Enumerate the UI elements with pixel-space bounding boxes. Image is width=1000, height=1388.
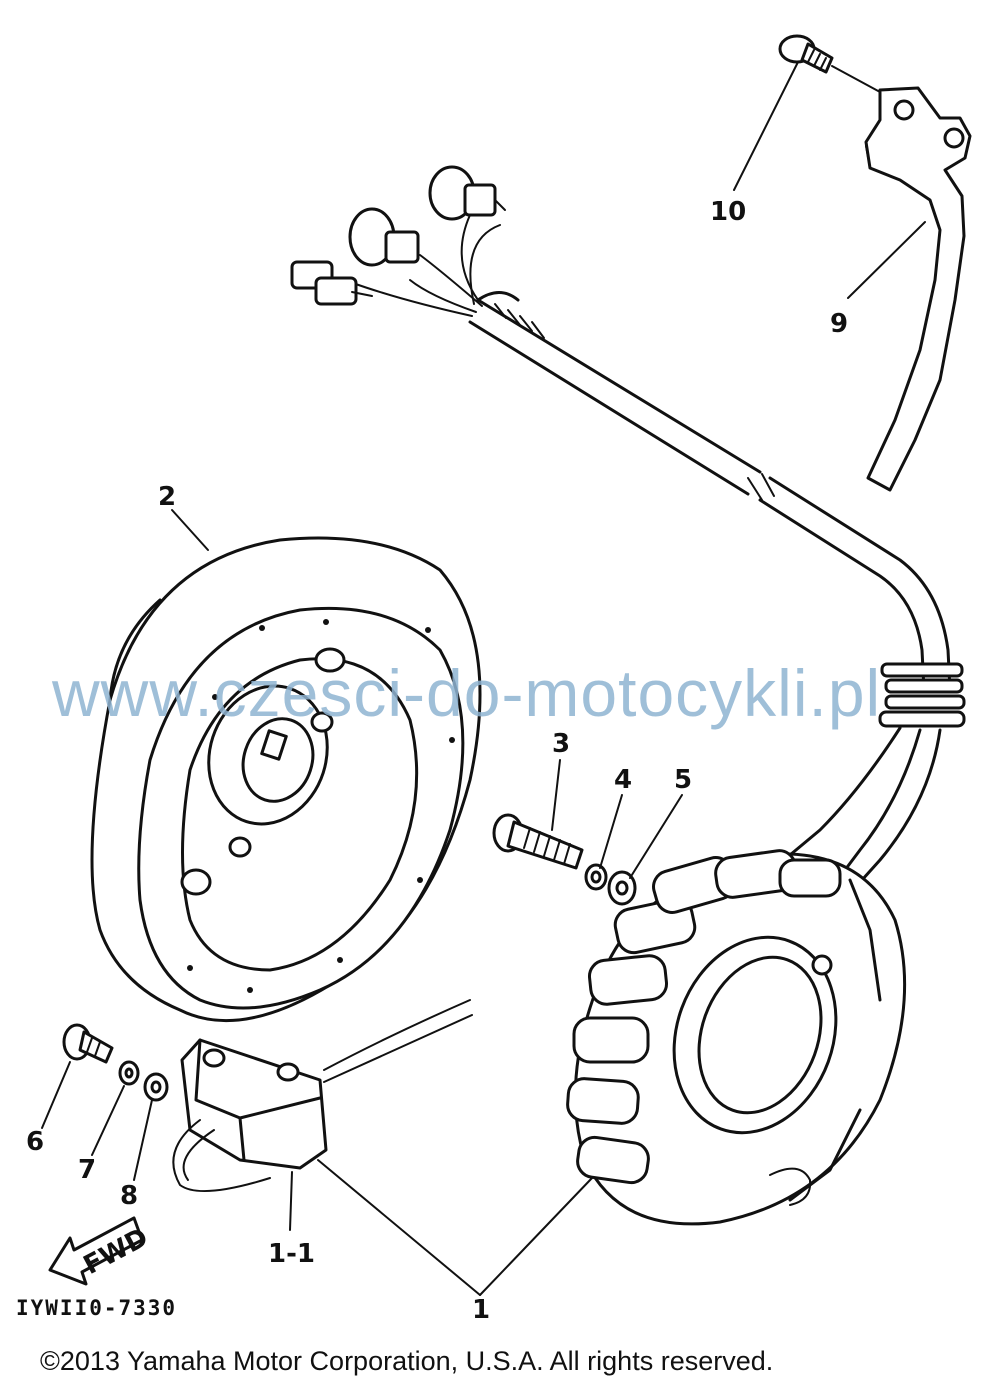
part-8-washer: [143, 1072, 169, 1102]
leader-lines: [41, 61, 926, 1296]
part-3-bolt: [492, 813, 584, 870]
callout-labels: 1 1-1 2 3 4 5 6 7 8 9 10: [26, 197, 848, 1325]
callout-3: 3: [552, 729, 570, 759]
callout-2: 2: [158, 482, 176, 512]
callout-9: 9: [830, 309, 848, 339]
callout-7: 7: [78, 1155, 96, 1185]
part-4-spring-washer: [584, 863, 608, 891]
part-7-spring-washer: [118, 1060, 140, 1086]
part-1-stator: [566, 849, 907, 1226]
part-2-rotor: [90, 536, 482, 1023]
fwd-arrow-icon: FWD: [48, 1216, 153, 1286]
watermark: www.czesci-do-motocykli.pl: [52, 656, 882, 730]
connector-left: [290, 260, 373, 306]
callout-4: 4: [614, 765, 632, 795]
callout-8: 8: [120, 1181, 138, 1211]
catalog-number: IYWII0-7330: [16, 1296, 178, 1320]
callout-10: 10: [710, 197, 746, 227]
wire-harness: [290, 165, 966, 882]
connector-middle: [348, 207, 420, 267]
callout-1: 1: [472, 1295, 490, 1325]
part-6-screw: [62, 1023, 114, 1064]
callout-1-1: 1-1: [268, 1239, 315, 1269]
callout-5: 5: [674, 765, 692, 795]
part-1-1-pickup-coil: [172, 999, 473, 1193]
copyright-notice: ©2013 Yamaha Motor Corporation, U.S.A. A…: [40, 1346, 774, 1376]
part-9-bracket: [864, 86, 972, 492]
part-5-washer: [607, 870, 637, 906]
callout-6: 6: [26, 1127, 44, 1157]
part-10-bolt: [778, 34, 834, 74]
connector-upper: [428, 165, 506, 221]
